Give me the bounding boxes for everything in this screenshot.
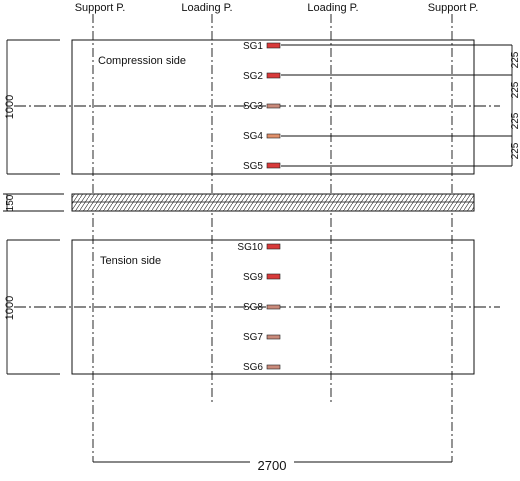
support-point-label-right: Support P. <box>428 2 479 14</box>
loading-point-label-left: Loading P. <box>181 2 232 14</box>
loading-point-label-right: Loading P. <box>307 2 358 14</box>
tension-gauges: SG10 SG9 SG8 SG7 SG6 <box>237 242 281 373</box>
strain-gauge-marker <box>266 42 281 49</box>
gauge-spacing-dimension: 225 <box>510 51 520 68</box>
gauge-label: SG10 <box>237 242 263 253</box>
strain-gauge-marker <box>266 243 281 250</box>
section-thickness-dimension: 150 <box>5 194 16 211</box>
strain-gauge-marker <box>266 364 281 370</box>
compression-height-dimension: 1000 <box>4 95 16 119</box>
gauge-label: SG1 <box>243 41 263 52</box>
strain-gauge-marker <box>266 133 281 139</box>
strain-gauge-marker <box>266 273 281 280</box>
tension-side-title: Tension side <box>100 255 161 267</box>
gauge-spacing-dimension: 225 <box>510 81 520 98</box>
compression-side-panel <box>71 39 475 175</box>
gauge-label: SG3 <box>243 101 263 112</box>
gauge-spacing-dimension: 225 <box>510 112 520 129</box>
gauge-label: SG2 <box>243 71 263 82</box>
gauge-label: SG6 <box>243 362 263 373</box>
strain-gauge-marker <box>266 334 281 340</box>
strain-gauge-marker <box>266 72 281 79</box>
support-point-label-left: Support P. <box>75 2 126 14</box>
gauge-label: SG7 <box>243 332 263 343</box>
gauge-spacing-dimension: 225 <box>510 142 520 159</box>
span-length-dimension: 2700 <box>258 458 287 473</box>
strain-gauge-marker <box>266 304 281 310</box>
gauge-label: SG4 <box>243 131 263 142</box>
gauge-label: SG9 <box>243 272 263 283</box>
beam-cross-section <box>71 193 475 212</box>
strain-gauge-marker <box>266 162 281 169</box>
gauge-label: SG8 <box>243 302 263 313</box>
strain-gauge-marker <box>266 103 281 109</box>
tension-height-dimension: 1000 <box>4 296 16 320</box>
gauge-label: SG5 <box>243 161 263 172</box>
compression-gauges: SG1 SG2 SG3 SG4 SG5 <box>243 41 281 172</box>
compression-side-title: Compression side <box>98 55 186 67</box>
